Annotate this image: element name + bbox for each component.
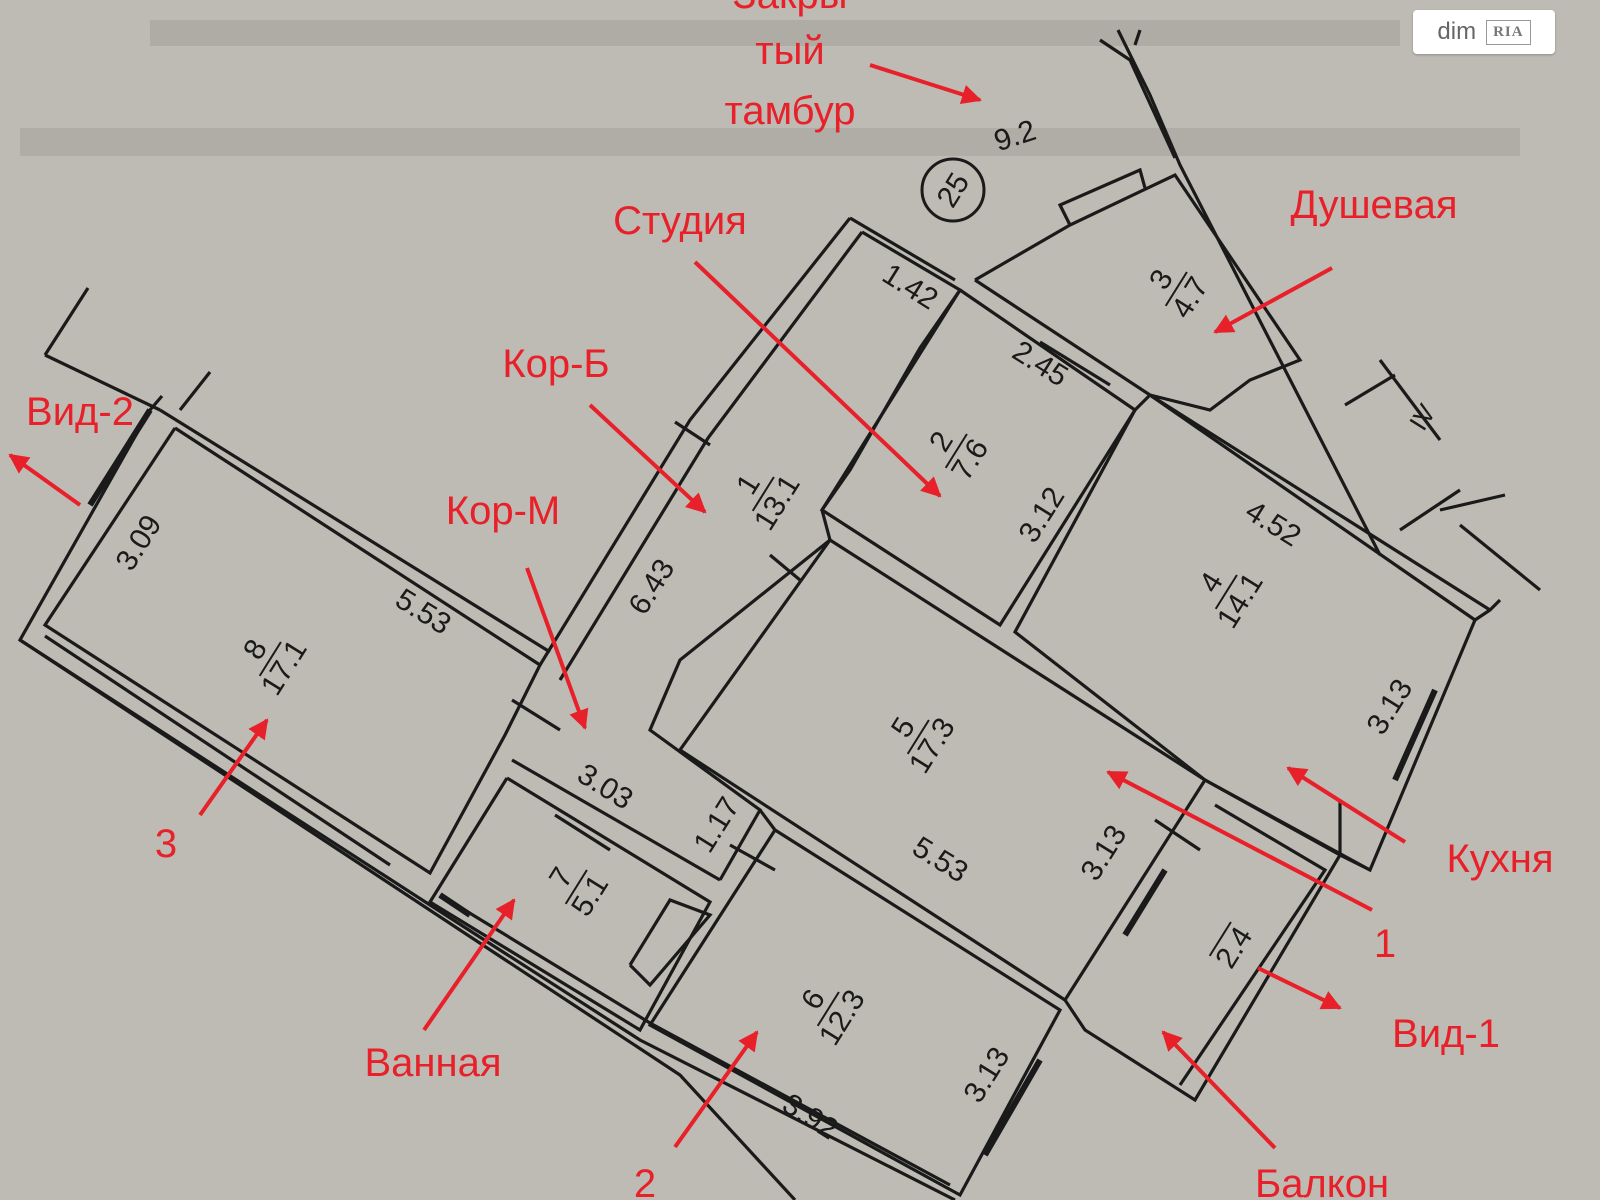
annotation-kitchen: Кухня: [1446, 837, 1553, 881]
dim-3-12: 3.12: [1012, 481, 1071, 548]
arrow-corridor-big: [588, 403, 707, 514]
arrow-view1: [1257, 966, 1342, 1010]
room1-walls: [820, 230, 963, 511]
arrow-shower: [1213, 266, 1333, 334]
annotation-vestibule-3: тамбур: [725, 89, 856, 133]
room6-walls: [647, 828, 1063, 1198]
roman-mark: IV: [1403, 398, 1442, 435]
annotation-label-2: 2: [634, 1162, 656, 1200]
annotation-studio: Студия: [613, 199, 747, 243]
arrow-studio: [693, 260, 942, 498]
dim-3-09: 3.09: [109, 509, 168, 576]
section-number: 25: [931, 167, 977, 213]
arrow-view2: [8, 453, 82, 507]
dim-3-03: 3.03: [572, 757, 639, 816]
arrow-vestibule: [869, 63, 982, 105]
section-marker: 25: [920, 157, 986, 223]
annotation-corridor-big: Кор-Б: [502, 342, 609, 386]
room7-walls: [427, 776, 713, 1033]
dim-3-13-room5: 3.13: [1074, 819, 1133, 886]
arrow-label1: [1106, 770, 1373, 912]
annotation-bathroom: Ванная: [364, 1041, 501, 1085]
watermark-dim: dim: [1437, 18, 1477, 45]
corridor-walls: [538, 217, 852, 666]
annotation-balcony: Балкон: [1255, 1162, 1389, 1200]
room4-walls: [1012, 393, 1477, 873]
balcony-area: 2.4: [1209, 921, 1259, 974]
arrow-corridor-small: [525, 567, 589, 730]
annotation-corridor-small: Кор-М: [446, 489, 560, 533]
dim-4-52: 4.52: [1240, 494, 1307, 553]
background-bleed: [20, 20, 1520, 156]
annotation-label-1: 1: [1374, 922, 1396, 966]
arrow-bathroom: [422, 898, 516, 1032]
walls: [17, 29, 1542, 1200]
annotation-view2: Вид-2: [26, 390, 134, 434]
arrow-balcony: [1161, 1030, 1277, 1150]
dim-3-13-room6: 3.13: [957, 1041, 1016, 1108]
room3-walls: [974, 172, 1303, 412]
annotation-label-3: 3: [155, 822, 177, 866]
room-labels: 1 13.1 2 7.6 3 4.7 4 14.1 5 17.3 6 12.3: [237, 264, 1270, 1051]
dim-5-53-bottom: 5.53: [907, 830, 974, 889]
watermark-ria-logo: RIA: [1486, 19, 1531, 45]
annotations: Закры тый тамбур Студия Душевая Кор-Б Ко…: [26, 0, 1554, 1200]
annotation-vestibule-2: тый: [755, 29, 824, 73]
dim-3-13-kitchen: 3.13: [1360, 673, 1419, 740]
annotation-view1: Вид-1: [1392, 1012, 1500, 1056]
room8-walls: [42, 426, 543, 876]
watermark-badge: dim RIA: [1413, 10, 1555, 54]
arrow-kitchen: [1286, 766, 1407, 844]
arrow-label2: [673, 1030, 759, 1149]
room2-walls: [819, 288, 1138, 628]
annotation-arrows: [8, 63, 1407, 1150]
balcony-walls: [1063, 778, 1343, 1103]
dim-5-53-top: 5.53: [390, 582, 457, 641]
arrow-label3: [198, 718, 269, 817]
annotation-vestibule-1: Закры: [733, 0, 848, 17]
annotation-shower: Душевая: [1290, 183, 1457, 227]
